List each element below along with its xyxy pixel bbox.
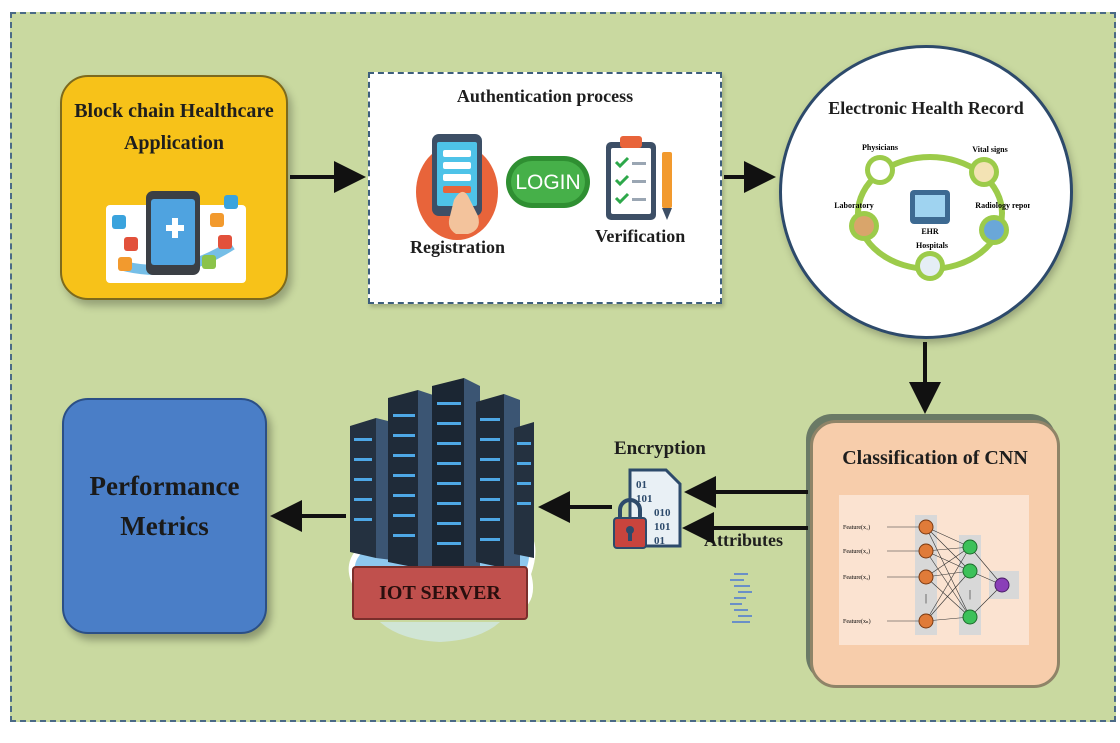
cnn-title: Classification of CNN [842, 447, 1028, 469]
cnn-feature-3: Feature(x₃) [843, 574, 870, 581]
binary-row-4: 101 [654, 521, 671, 533]
registration-label: Registration [410, 237, 505, 257]
ehr-title: Electronic Health Record [828, 98, 1024, 118]
ehr-node-laboratory: Laboratory [834, 201, 874, 210]
performance-title-line1: Performance [89, 471, 240, 501]
healthcare-apps-icon [106, 191, 246, 283]
cnn-feature-1: Feature(x₁) [843, 524, 870, 531]
binary-row-3: 010 [654, 507, 671, 519]
attributes-label: Attributes [704, 530, 783, 550]
authentication-title: Authentication process [456, 86, 634, 106]
login-text: LOGIN [515, 171, 580, 194]
ehr-circle: Electronic Health Record EHR Physicians … [779, 45, 1073, 339]
binary-row-1: 01 [636, 479, 647, 491]
cnn-classification-box: Classification of CNN | [810, 420, 1060, 688]
performance-title-line2: Metrics [120, 511, 209, 541]
ehr-node-radiology: Radiology reports [975, 201, 1030, 210]
verification-label: Verification [595, 226, 686, 246]
authentication-box: Authentication process LOGIN [368, 72, 722, 304]
attributes-document-icon [730, 573, 752, 623]
ehr-node-physicians: Physicians [862, 143, 898, 152]
ehr-center-label: EHR [921, 227, 939, 236]
cnn-network-diagram: | | Feature(x₁) Feature(x₂) Feature(x₃) … [839, 495, 1029, 645]
verification-checklist-icon [606, 136, 672, 220]
login-button-icon: LOGIN [506, 156, 590, 208]
block-chain-app-box: Block chain Healthcare Application [60, 75, 288, 300]
performance-metrics-title: Performance Metrics [64, 466, 265, 546]
iot-server-label: IOT SERVER [352, 566, 528, 620]
ehr-node-vital-signs: Vital signs [972, 145, 1008, 154]
encryption-label: Encryption [614, 438, 706, 459]
ehr-network-diagram: EHR Physicians Vital signs Radiology rep… [834, 143, 1030, 281]
block-chain-app-title: Block chain Healthcare Application [62, 95, 286, 159]
cnn-feature-2: Feature(x₂) [843, 548, 870, 555]
ehr-node-hospitals: Hospitals [916, 241, 948, 250]
block-chain-title-line1: Block chain Healthcare [74, 100, 274, 122]
registration-tablet-icon [416, 134, 498, 240]
svg-text:|: | [969, 589, 971, 600]
performance-metrics-box: Performance Metrics [62, 398, 267, 634]
svg-text:|: | [925, 593, 927, 604]
binary-row-5: 01 [654, 535, 665, 547]
block-chain-title-line2: Application [123, 132, 225, 154]
binary-row-2: 101 [636, 493, 653, 505]
encryption-lock-icon: 01 101 010 101 01 [613, 468, 682, 549]
cnn-feature-n: Feature(xₙ) [843, 618, 871, 625]
